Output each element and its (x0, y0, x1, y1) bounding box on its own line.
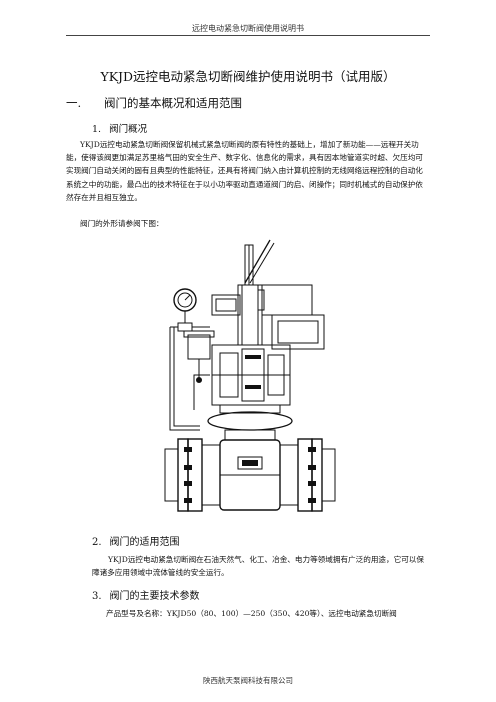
section-2-heading: 2. 阀门的适用范围 (92, 533, 180, 548)
section-1-label: 阀门的基本概况和适用范围 (104, 96, 242, 110)
header-rule (66, 35, 430, 36)
running-footer: 陕西航天泵阀科技有限公司 (203, 676, 293, 685)
section-3-label: 阀门的主要技术参数 (109, 591, 200, 602)
specs-paragraph: 产品型号及名称：YKJD50（80、100）—250（350、420等）、远控电… (106, 609, 397, 618)
figure-reference: 阀门的外形请参阅下图： (80, 219, 164, 228)
section-1-heading: 一. 阀门的基本概况和适用范围 (66, 95, 242, 111)
section-1-number: 一. (66, 96, 82, 110)
subsection-1-number: 1. (92, 124, 102, 135)
overview-paragraph: YKJD远控电动紧急切断阀保留机械式紧急切断阀的原有特性的基础上，增加了新功能—… (66, 140, 423, 202)
section-3-number: 3. (92, 591, 102, 602)
section-2-number: 2. (92, 537, 102, 548)
running-header: 远控电动紧急切断阀使用说明书 (192, 24, 304, 33)
valve-drawing (164, 239, 336, 512)
subsection-1-heading: 1. 阀门概况 (92, 121, 147, 135)
subsection-1-label: 阀门概况 (109, 124, 148, 135)
section-2-label: 阀门的适用范围 (109, 537, 180, 548)
document-title: YKJD远控电动紧急切断阀维护使用说明书（试用版） (100, 69, 396, 84)
scope-paragraph: YKJD远控电动紧急切断阀在石油天然气、化工、冶金、电力等领域拥有广泛的用途，它… (92, 555, 424, 578)
section-3-heading: 3. 阀门的主要技术参数 (92, 587, 200, 602)
